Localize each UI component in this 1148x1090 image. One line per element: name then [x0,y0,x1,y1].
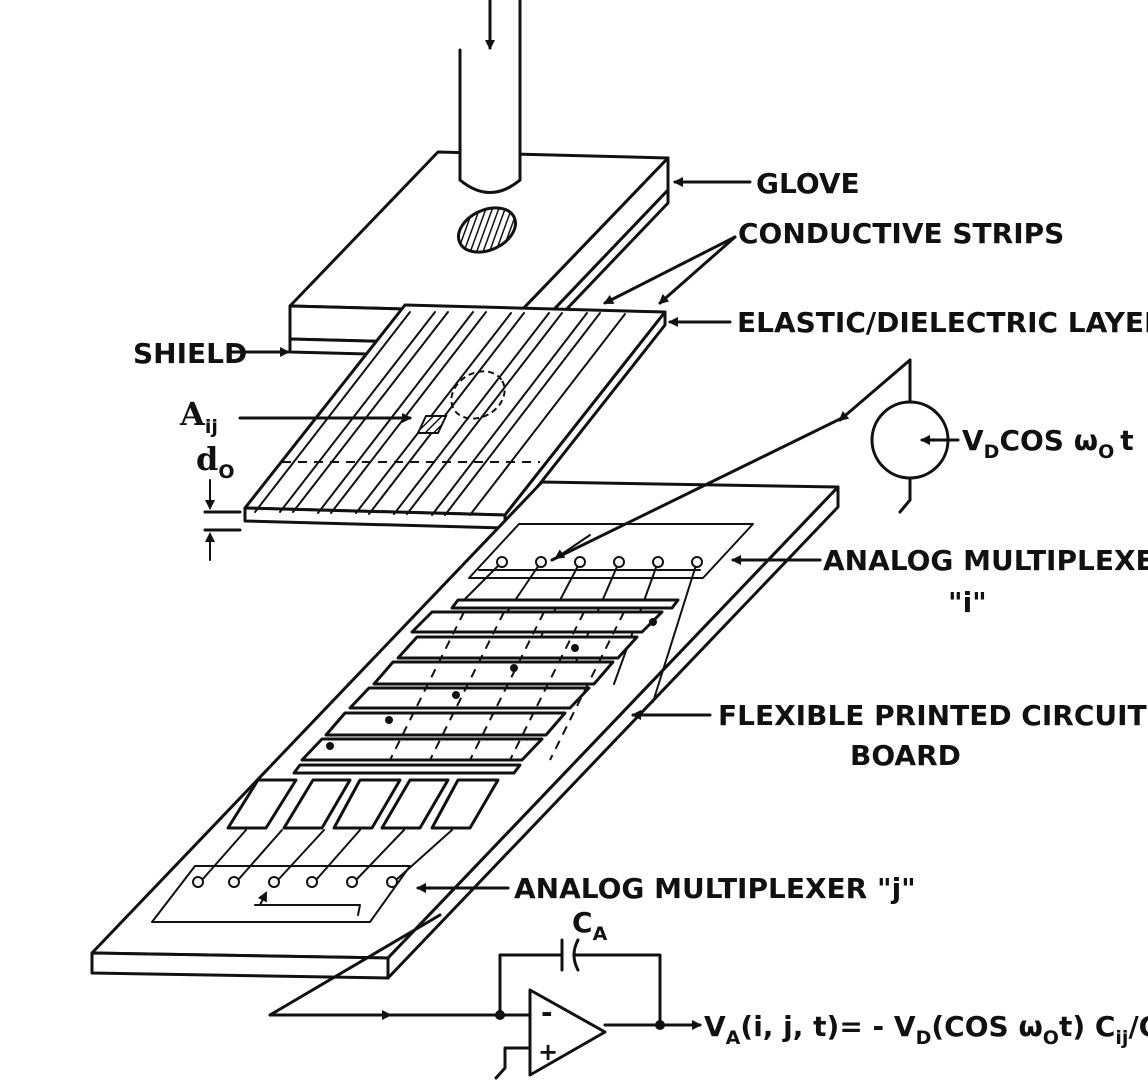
flexible-pcb [90,480,840,980]
opamp-minus-sign: - [541,996,553,1029]
label-elastic-layer: ELASTIC/DIELECTRIC LAYER [737,306,1148,339]
label-arrows [228,177,822,893]
sensor-layer [203,303,667,561]
label-fpcb-line1: FLEXIBLE PRINTED CIRCUIT [718,699,1147,732]
label-aij: Aij [179,395,218,438]
text-labels: GLOVE CONDUCTIVE STRIPS ELASTIC/DIELECTR… [133,167,1148,1066]
contact-spot [457,206,517,254]
label-mux-i-line1: ANALOG MULTIPLEXER [823,544,1148,577]
aij-element [416,415,448,434]
label-mux-i-line2: "i" [948,586,987,619]
opamp-triangle [528,988,607,1077]
label-output-equation: VA(i, j, t)= - VD(COS ωOt) Cij/CA [704,1010,1148,1049]
mux-i-box [468,523,754,579]
opamp-plus-sign: + [538,1038,558,1066]
label-mux-j: ANALOG MULTIPLEXER "j" [514,872,916,905]
label-d0: dO [196,440,235,483]
glove-block [288,148,670,347]
label-shield: SHIELD [133,337,247,370]
voltage-source-circuit [550,358,960,562]
label-fpcb-line2: BOARD [850,739,961,772]
label-glove: GLOVE [756,167,860,200]
opamp-circuit [268,913,702,1080]
label-conductive-strips: CONDUCTIVE STRIPS [738,217,1064,250]
mux-j-box [151,865,411,923]
label-ca: CA [572,906,608,945]
